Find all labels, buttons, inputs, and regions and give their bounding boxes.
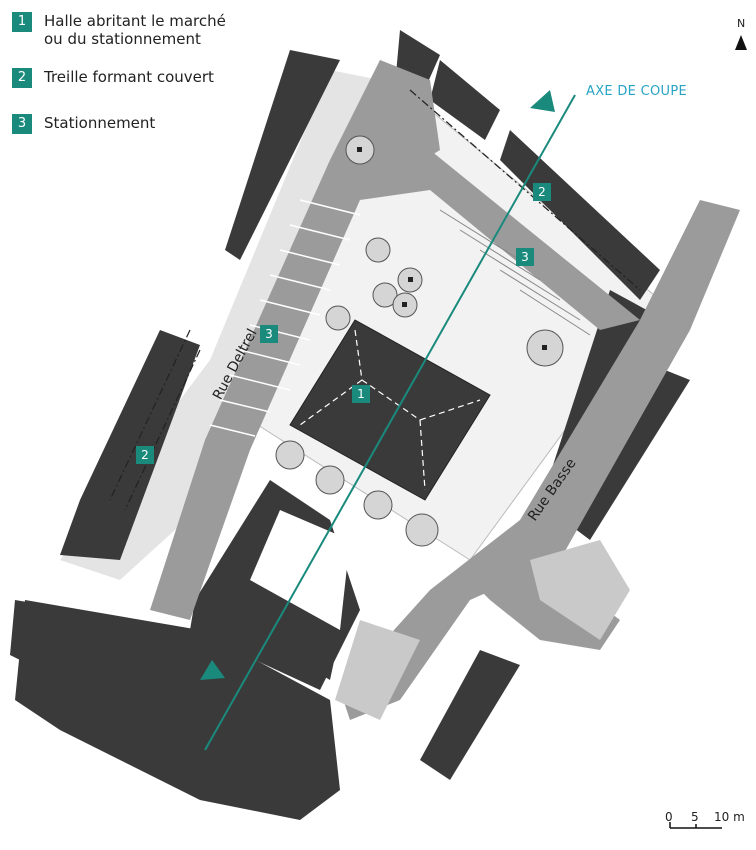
legend-label: Treille formant couvert	[44, 68, 214, 86]
marker-parking-left: 3	[260, 325, 278, 343]
section-axis-line	[204, 94, 576, 751]
parking-stripes	[209, 199, 361, 437]
left-paving-strip	[60, 70, 380, 580]
tree-trunks	[357, 147, 547, 350]
scale-bar	[669, 822, 722, 829]
scale-zero: 0	[665, 810, 673, 824]
halle-roof	[289, 319, 491, 501]
marker-halle: 1	[352, 385, 370, 403]
scale-mid: 5	[691, 810, 699, 824]
legend-label-line: Treille formant couvert	[44, 68, 214, 86]
marker-treille-left: 2	[136, 446, 154, 464]
legend-label-line: ou du stationnement	[44, 30, 201, 48]
scale-end: 10 m	[714, 810, 745, 824]
light-blocks	[335, 540, 630, 720]
legend-item-1: 1 Halle abritant le marché ou du station…	[12, 12, 226, 48]
legend-badge: 3	[12, 114, 32, 134]
legend-item-3: 3 Stationnement	[12, 114, 155, 134]
marker-treille-right: 2	[533, 183, 551, 201]
north-label: N	[737, 17, 746, 30]
halle-roof-lines	[299, 329, 481, 491]
legend-item-2: 2 Treille formant couvert	[12, 68, 214, 88]
section-arrow-bottom	[200, 660, 225, 680]
legend-badge: 1	[12, 12, 32, 32]
courtyard	[250, 510, 350, 630]
treille-lines	[109, 89, 641, 511]
section-axis-label: AXE DE COUPE	[586, 84, 687, 99]
marker-parking-right: 3	[516, 248, 534, 266]
legend-label: Halle abritant le marché ou du stationne…	[44, 12, 226, 48]
right-parking-lines	[439, 209, 591, 336]
legend-label: Stationnement	[44, 114, 155, 132]
legend-badge: 2	[12, 68, 32, 88]
legend-label-line: Halle abritant le marché	[44, 12, 226, 30]
legend-label-line: Stationnement	[44, 114, 156, 132]
north-arrow-icon	[735, 35, 747, 50]
section-arrow-top	[530, 90, 555, 112]
